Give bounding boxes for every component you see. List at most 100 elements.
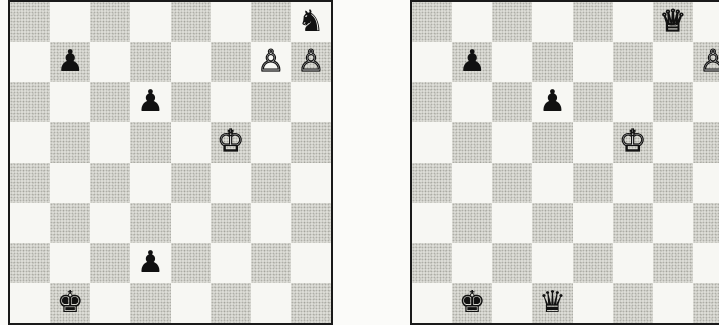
square-b1[interactable]: ♚ xyxy=(452,283,492,323)
square-d5[interactable] xyxy=(532,122,572,162)
square-h4[interactable] xyxy=(693,163,719,203)
square-f5[interactable]: ♔ xyxy=(211,122,251,162)
square-a7[interactable] xyxy=(10,42,50,82)
square-e4[interactable] xyxy=(171,163,211,203)
square-h3[interactable] xyxy=(693,203,719,243)
square-b6[interactable] xyxy=(452,82,492,122)
square-c8[interactable] xyxy=(492,2,532,42)
square-g5[interactable] xyxy=(251,122,291,162)
square-b3[interactable] xyxy=(50,203,90,243)
square-f5[interactable]: ♔ xyxy=(613,122,653,162)
black-pawn-icon[interactable]: ♟ xyxy=(539,87,566,117)
square-h2[interactable] xyxy=(693,243,719,283)
square-d3[interactable] xyxy=(532,203,572,243)
square-b2[interactable] xyxy=(50,243,90,283)
square-c6[interactable] xyxy=(492,82,532,122)
square-h1[interactable] xyxy=(291,283,331,323)
square-e4[interactable] xyxy=(573,163,613,203)
square-e5[interactable] xyxy=(573,122,613,162)
square-a7[interactable] xyxy=(412,42,452,82)
square-d4[interactable] xyxy=(532,163,572,203)
square-a6[interactable] xyxy=(10,82,50,122)
square-a8[interactable] xyxy=(412,2,452,42)
white-pawn-icon[interactable]: ♙ xyxy=(699,47,719,77)
white-king-icon[interactable]: ♔ xyxy=(217,127,244,157)
square-a3[interactable] xyxy=(10,203,50,243)
square-g7[interactable] xyxy=(653,42,693,82)
black-queen-icon[interactable]: ♛ xyxy=(539,288,566,318)
square-e7[interactable] xyxy=(171,42,211,82)
square-e8[interactable] xyxy=(171,2,211,42)
square-a6[interactable] xyxy=(412,82,452,122)
square-e2[interactable] xyxy=(171,243,211,283)
square-d4[interactable] xyxy=(130,163,170,203)
square-c7[interactable] xyxy=(492,42,532,82)
square-e3[interactable] xyxy=(171,203,211,243)
square-d6[interactable]: ♟ xyxy=(532,82,572,122)
square-f8[interactable] xyxy=(211,2,251,42)
square-e1[interactable] xyxy=(171,283,211,323)
square-d8[interactable] xyxy=(130,2,170,42)
square-g5[interactable] xyxy=(653,122,693,162)
square-h1[interactable] xyxy=(693,283,719,323)
white-pawn-icon[interactable]: ♙ xyxy=(257,47,284,77)
square-c5[interactable] xyxy=(90,122,130,162)
square-c1[interactable] xyxy=(492,283,532,323)
square-a5[interactable] xyxy=(10,122,50,162)
square-h6[interactable] xyxy=(693,82,719,122)
black-pawn-icon[interactable]: ♟ xyxy=(137,248,164,278)
square-f1[interactable] xyxy=(613,283,653,323)
square-e7[interactable] xyxy=(573,42,613,82)
square-a5[interactable] xyxy=(412,122,452,162)
square-d1[interactable]: ♛ xyxy=(532,283,572,323)
square-a1[interactable] xyxy=(10,283,50,323)
square-b1[interactable]: ♚ xyxy=(50,283,90,323)
square-g4[interactable] xyxy=(653,163,693,203)
square-f4[interactable] xyxy=(613,163,653,203)
square-e2[interactable] xyxy=(573,243,613,283)
square-h7[interactable]: ♙ xyxy=(291,42,331,82)
square-b7[interactable]: ♟ xyxy=(452,42,492,82)
white-king-icon[interactable]: ♔ xyxy=(619,127,646,157)
black-knight-icon[interactable]: ♞ xyxy=(297,7,324,37)
square-d8[interactable] xyxy=(532,2,572,42)
square-f3[interactable] xyxy=(613,203,653,243)
square-a3[interactable] xyxy=(412,203,452,243)
square-f1[interactable] xyxy=(211,283,251,323)
square-d5[interactable] xyxy=(130,122,170,162)
square-a4[interactable] xyxy=(10,163,50,203)
square-g8[interactable] xyxy=(251,2,291,42)
square-c4[interactable] xyxy=(492,163,532,203)
square-d2[interactable]: ♟ xyxy=(130,243,170,283)
square-d3[interactable] xyxy=(130,203,170,243)
square-c1[interactable] xyxy=(90,283,130,323)
square-h8[interactable] xyxy=(693,2,719,42)
square-g4[interactable] xyxy=(251,163,291,203)
square-e1[interactable] xyxy=(573,283,613,323)
black-king-icon[interactable]: ♚ xyxy=(57,288,84,318)
square-c4[interactable] xyxy=(90,163,130,203)
square-b2[interactable] xyxy=(452,243,492,283)
square-b6[interactable] xyxy=(50,82,90,122)
square-h2[interactable] xyxy=(291,243,331,283)
square-d7[interactable] xyxy=(532,42,572,82)
square-a8[interactable] xyxy=(10,2,50,42)
square-a2[interactable] xyxy=(10,243,50,283)
square-c3[interactable] xyxy=(492,203,532,243)
square-g1[interactable] xyxy=(251,283,291,323)
square-c2[interactable] xyxy=(492,243,532,283)
square-h5[interactable] xyxy=(693,122,719,162)
square-h3[interactable] xyxy=(291,203,331,243)
square-b5[interactable] xyxy=(50,122,90,162)
square-c6[interactable] xyxy=(90,82,130,122)
square-h5[interactable] xyxy=(291,122,331,162)
square-b7[interactable]: ♟ xyxy=(50,42,90,82)
square-d1[interactable] xyxy=(130,283,170,323)
square-b4[interactable] xyxy=(50,163,90,203)
square-f7[interactable] xyxy=(211,42,251,82)
white-pawn-icon[interactable]: ♙ xyxy=(297,47,324,77)
square-g7[interactable]: ♙ xyxy=(251,42,291,82)
square-g2[interactable] xyxy=(251,243,291,283)
square-b5[interactable] xyxy=(452,122,492,162)
black-pawn-icon[interactable]: ♟ xyxy=(57,47,84,77)
